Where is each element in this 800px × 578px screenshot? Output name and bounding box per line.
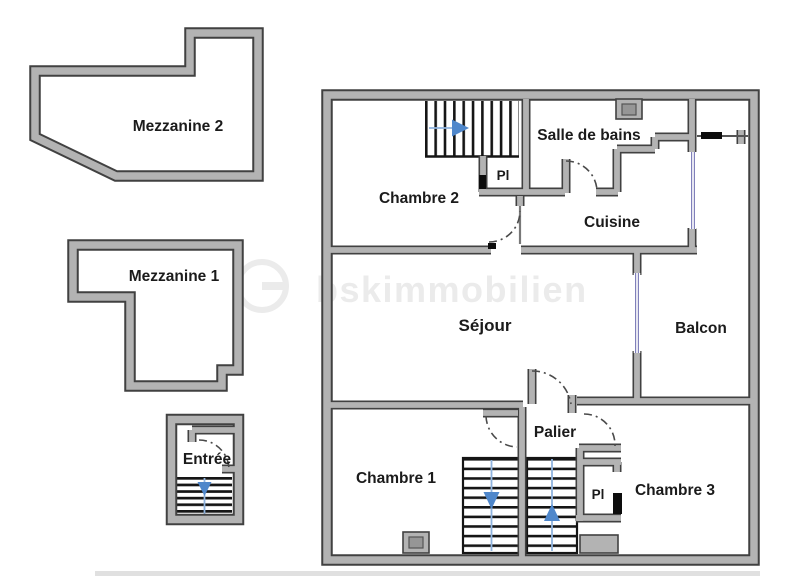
label-chambre3: Chambre 3	[635, 482, 715, 499]
staircase-entrance	[176, 477, 232, 519]
balcony-window-bar	[701, 132, 722, 139]
door-swings	[198, 160, 616, 471]
label-palier: Palier	[534, 424, 576, 441]
chambre2-door-jamb	[488, 243, 496, 249]
windows	[633, 152, 697, 353]
fixture-block	[579, 534, 619, 554]
label-salle-de-bains: Salle de bains	[537, 127, 640, 144]
watermark-text: bskimmobilien	[316, 269, 588, 310]
stairs-down-arrow-icon	[483, 492, 500, 509]
label-sejour: Séjour	[459, 316, 512, 335]
label-mezzanine2: Mezzanine 2	[133, 118, 223, 135]
entrance-door-arc	[198, 439, 230, 471]
label-closet-upper: Pl	[497, 168, 510, 183]
staircase-upper	[425, 101, 519, 158]
label-entree: Entrée	[183, 451, 232, 468]
sejour-door-arc	[531, 370, 572, 405]
chambre1-door-arc	[485, 415, 518, 448]
label-cuisine: Cuisine	[584, 214, 640, 231]
watermark-logo: bskimmobilien	[235, 259, 588, 313]
staircase-up	[525, 456, 579, 555]
label-chambre2: Chambre 2	[379, 190, 459, 207]
closet-upper-door-bar	[479, 175, 486, 189]
chimney-top	[615, 98, 643, 120]
chambre2-door-arc	[488, 210, 521, 243]
stairs-up-arrow-icon	[544, 504, 560, 521]
bottom-edge-artifact	[95, 571, 760, 576]
chambre3-door-arc	[583, 413, 616, 447]
label-closet-lower: Pl	[592, 487, 605, 502]
staircase-down	[461, 456, 521, 555]
label-mezzanine1: Mezzanine 1	[129, 268, 220, 285]
label-balcon: Balcon	[675, 320, 727, 337]
bathroom-door-arc	[565, 160, 598, 192]
stairs-up-right-arrow-icon	[452, 119, 469, 137]
label-chambre1: Chambre 1	[356, 470, 436, 487]
chimney-bottom	[402, 531, 430, 554]
entrance-stairs-down-arrow-icon	[197, 482, 212, 496]
closet-lower-door-bar	[613, 493, 622, 514]
